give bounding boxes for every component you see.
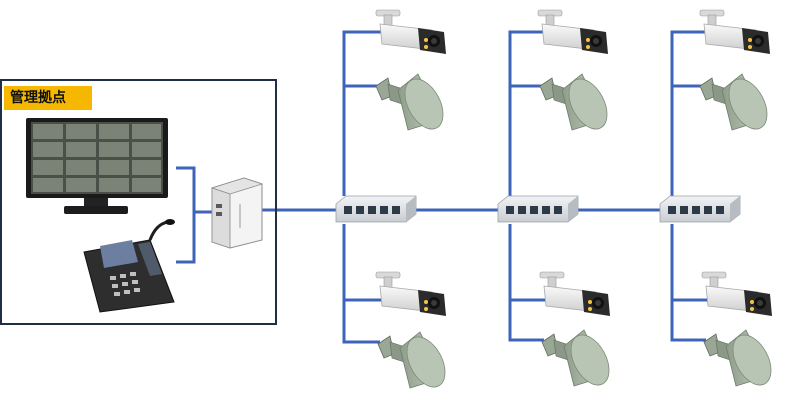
horn-speaker-icon [699, 72, 776, 136]
bullet-camera-icon [375, 271, 447, 317]
management-site-label: 管理拠点 [4, 86, 92, 110]
bullet-camera-icon [539, 271, 611, 317]
ip-phone-icon [83, 219, 175, 313]
horn-speaker-icon [377, 330, 454, 394]
network-links [176, 30, 708, 344]
monitor-icon [26, 118, 168, 214]
server-icon [210, 177, 264, 249]
horn-speaker-icon [375, 72, 452, 136]
horn-speaker-icon [541, 328, 618, 392]
network-switch-icon [659, 195, 741, 223]
horn-speaker-icon [539, 72, 616, 136]
network-switch-icon [497, 195, 579, 223]
bullet-camera-icon [375, 9, 447, 55]
bullet-camera-icon [701, 271, 773, 317]
horn-speaker-icon [703, 328, 780, 392]
bullet-camera-icon [537, 9, 609, 55]
bullet-camera-icon [699, 9, 771, 55]
management-site-frame [0, 79, 277, 325]
network-switch-icon [335, 195, 417, 223]
